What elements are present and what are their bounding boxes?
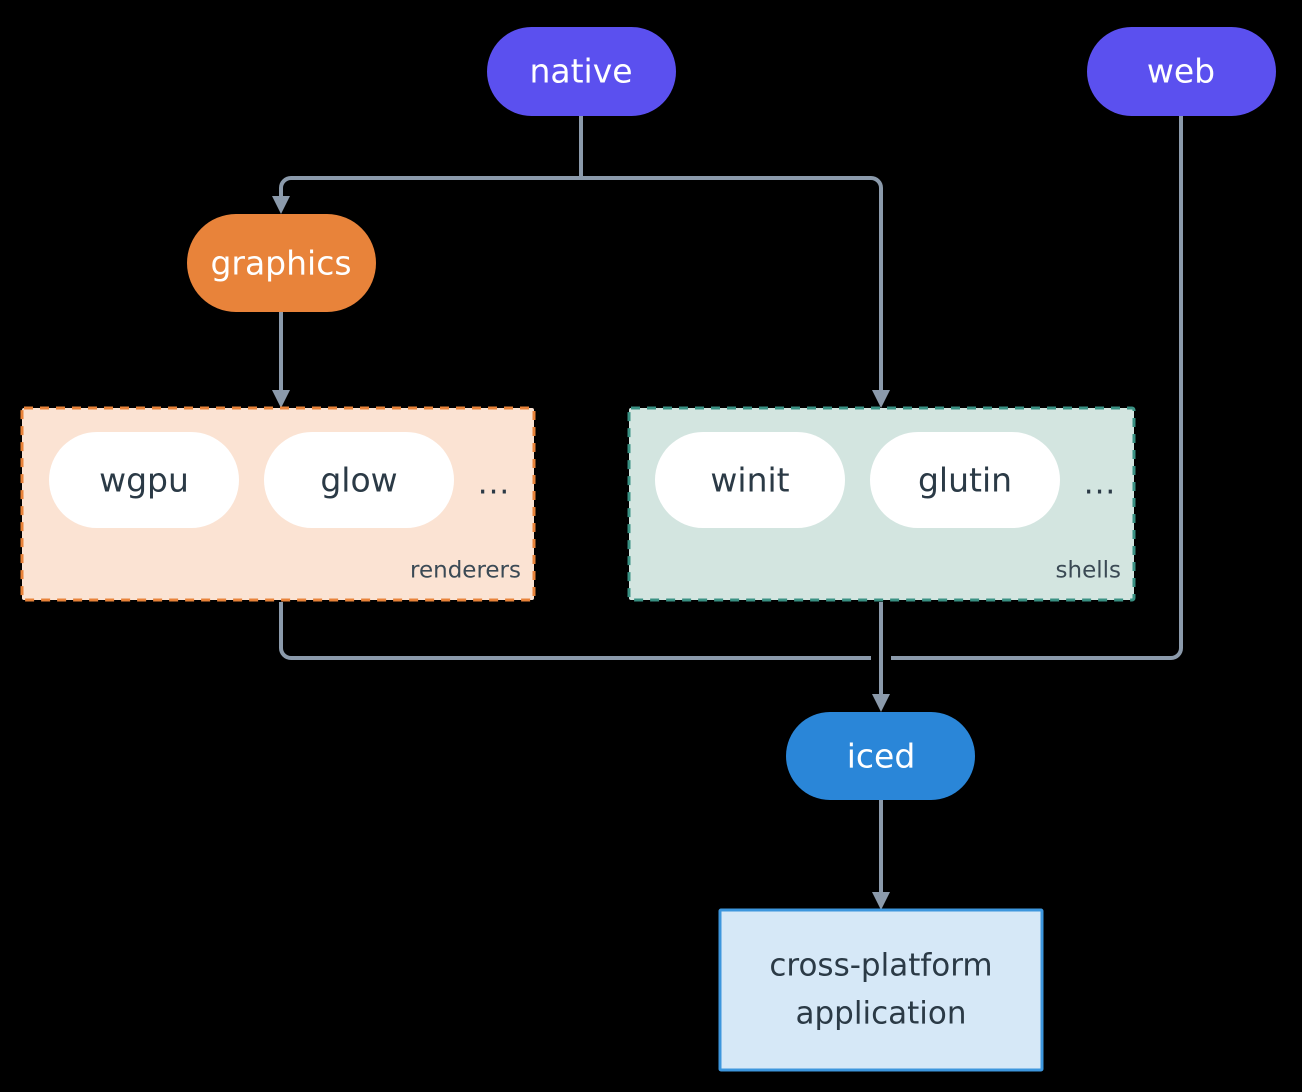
edge-native-to-graphics bbox=[272, 176, 581, 214]
renderers-ellipsis: ... bbox=[478, 466, 511, 502]
edge-graphics-to-renderers bbox=[272, 312, 290, 408]
node-iced-label: iced bbox=[847, 737, 916, 776]
node-graphics[interactable]: graphics bbox=[187, 214, 376, 312]
node-web-shape[interactable] bbox=[1087, 27, 1276, 116]
arrowhead-graphics bbox=[272, 196, 290, 214]
shells-item-glutin[interactable]: glutin bbox=[870, 432, 1060, 528]
node-web[interactable]: web bbox=[1087, 27, 1276, 116]
edge-web-to-iced bbox=[891, 116, 1183, 660]
arrowhead-application bbox=[872, 892, 890, 910]
node-native-label: native bbox=[529, 52, 632, 91]
node-graphics-label: graphics bbox=[210, 244, 351, 283]
renderers-item-glow[interactable]: glow bbox=[264, 432, 454, 528]
renderers-group-caption: renderers bbox=[410, 558, 521, 584]
node-native-shape[interactable] bbox=[487, 27, 676, 116]
arrowhead-renderers bbox=[272, 390, 290, 408]
edge-shells-to-iced bbox=[872, 602, 890, 712]
arrowhead-iced bbox=[872, 694, 890, 712]
shells-pill-glutin[interactable] bbox=[870, 432, 1060, 528]
edge-iced-to-application bbox=[872, 800, 890, 910]
renderers-item-wgpu[interactable]: wgpu bbox=[49, 432, 239, 528]
shells-ellipsis: ... bbox=[1084, 466, 1117, 502]
node-web-label: web bbox=[1147, 52, 1215, 91]
node-application-shape[interactable] bbox=[718, 908, 1044, 1072]
shells-pill-winit[interactable] bbox=[655, 432, 845, 528]
shells-pill-glutin-label: glutin bbox=[918, 461, 1012, 500]
node-iced[interactable]: iced bbox=[786, 712, 975, 800]
node-graphics-shape[interactable] bbox=[187, 214, 376, 312]
node-application-label-line-1: cross-platform bbox=[769, 948, 992, 984]
group-renderers: wgpu glow ... renderers bbox=[20, 406, 536, 602]
edge-renderers-to-iced bbox=[279, 602, 871, 660]
shells-group-caption: shells bbox=[1056, 558, 1121, 584]
edge-native-to-shells bbox=[581, 176, 890, 408]
arrowhead-shells bbox=[872, 390, 890, 408]
node-iced-shape[interactable] bbox=[786, 712, 975, 800]
renderers-pill-wgpu-label: wgpu bbox=[99, 461, 189, 500]
renderers-pill-glow[interactable] bbox=[264, 432, 454, 528]
renderers-pill-glow-label: glow bbox=[320, 461, 397, 500]
group-shells: winit glutin ... shells bbox=[627, 406, 1136, 602]
renderers-pill-wgpu[interactable] bbox=[49, 432, 239, 528]
shells-pill-winit-label: winit bbox=[710, 461, 789, 500]
node-application-label-line-2: application bbox=[796, 996, 967, 1032]
node-native[interactable]: native bbox=[487, 27, 676, 116]
shells-item-winit[interactable]: winit bbox=[655, 432, 845, 528]
node-application[interactable]: cross-platform application bbox=[718, 908, 1044, 1072]
